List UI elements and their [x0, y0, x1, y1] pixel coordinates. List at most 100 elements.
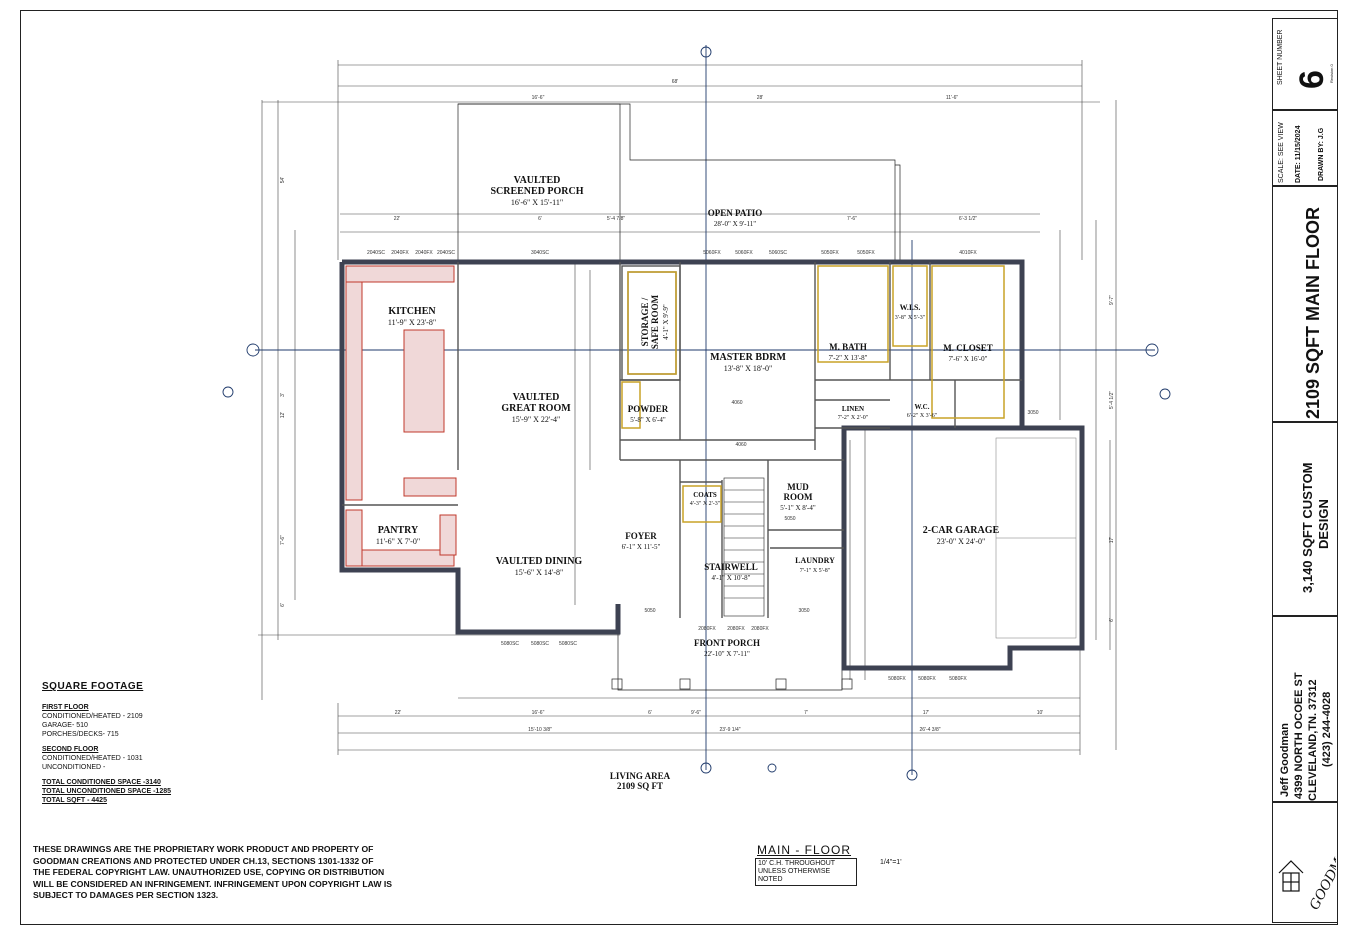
- exterior-walls: [339, 259, 1085, 671]
- drawing-sheet: [20, 10, 1338, 925]
- room-name: FRONT PORCH: [694, 638, 760, 648]
- revision: Revision 0: [1329, 64, 1334, 83]
- room-name: PANTRY: [378, 525, 419, 536]
- room-name: FOYER: [625, 531, 657, 541]
- dimension-label: 5'-4 1/2": [1109, 391, 1115, 410]
- sheet-number-label: SHEET NUMBER: [1277, 29, 1284, 86]
- room-name: VAULTED: [514, 175, 561, 186]
- dimension-label: 3040SC: [531, 250, 549, 256]
- room-size: 7'-2" X 2'-0": [838, 415, 869, 421]
- room-stairwell: STAIRWELL 4'-1" X 10'-8": [704, 562, 758, 582]
- room-name: KITCHEN: [388, 306, 436, 317]
- room-size: 5'-1" X 8'-4": [780, 504, 816, 512]
- dimension-label: 2040FX: [415, 250, 433, 256]
- dimension-label: 5050FX: [857, 250, 875, 256]
- room-name: MASTER BDRM: [710, 352, 786, 363]
- dimension-label: 6': [538, 216, 542, 222]
- dimension-label: 5060FX: [703, 250, 721, 256]
- scale-label: SCALE: SEE VIEW: [1278, 122, 1285, 183]
- dimension-label: 17': [923, 710, 930, 716]
- room-size: 4'-1" X 9'-9": [662, 304, 670, 340]
- dimension-label: 5050: [784, 516, 795, 522]
- room-size: 15'-6" X 14'-8": [515, 568, 564, 577]
- room-name: W.C.: [915, 403, 930, 411]
- dimension-label: 22': [395, 710, 402, 716]
- sheet-number: 6: [1293, 70, 1331, 89]
- second-floor-line: UNCONDITIONED -: [42, 764, 106, 771]
- dimension-label: 5060SC: [769, 250, 787, 256]
- copyright-notice: THESE DRAWINGS ARE THE PROPRIETARY WORK …: [33, 844, 393, 900]
- room-wc: W.C.6'-2" X 3'-6": [907, 403, 938, 419]
- room-size: 3'-8" X 5'-3": [895, 315, 926, 321]
- dimension-label: 16'-6": [532, 710, 545, 716]
- dimension-label: 2040SC: [437, 250, 455, 256]
- dimension-label: 5080SC: [531, 641, 549, 647]
- dimension-label: 9'-6": [691, 710, 701, 716]
- room-size: 4'-1" X 10'-8": [712, 574, 751, 582]
- living-area-value: 2109 SQ FT: [616, 781, 663, 791]
- dimension-lines: [258, 60, 1117, 755]
- project-box: 3,140 SQFT CUSTOM DESIGN: [1272, 422, 1338, 616]
- dimension-label: 7'-6": [847, 216, 857, 222]
- drawn-by-label: DRAWN BY: J.G: [1318, 127, 1325, 181]
- second-floor-label: SECOND FLOOR: [42, 746, 99, 753]
- room-name: W.I.S.: [900, 303, 921, 312]
- room-name: 2-CAR GARAGE: [923, 525, 1000, 536]
- room-name: M. CLOSET: [943, 343, 993, 353]
- room-size: 11'-6" X 7'-0": [376, 537, 420, 546]
- dimension-label: 11'-6": [946, 95, 959, 101]
- room-wis: W.I.S. 3'-8" X 5'-3": [895, 303, 926, 321]
- scale-note: 1/4"=1': [880, 859, 902, 866]
- dimension-label: 5050: [644, 608, 655, 614]
- sheet-title: 2109 SQFT MAIN FLOOR: [1303, 206, 1323, 419]
- room-size: 5'-8" X 6'-4": [630, 416, 666, 424]
- goodman-logo-icon: GOODMAN Creations: [1273, 803, 1355, 921]
- room-size: 11'-9" X 23'-8": [388, 318, 436, 327]
- room-m-bath: M. BATH 7'-2" X 13'-8": [829, 342, 868, 362]
- dimension-label: 3050: [1027, 410, 1038, 416]
- dimension-label: 5050FX: [821, 250, 839, 256]
- dimension-label: 5080FX: [888, 676, 906, 682]
- total-line: TOTAL SQFT - 4425: [42, 797, 107, 804]
- living-area: LIVING AREA 2109 SQ FT: [600, 771, 680, 791]
- room-name: VAULTED: [513, 392, 560, 403]
- cabinets: [345, 265, 457, 567]
- dimension-label: 6'-3 1/2": [959, 216, 978, 222]
- total-line: TOTAL UNCONDITIONED SPACE -1285: [42, 788, 172, 795]
- client-address1: 4399 NORTH OCOEE ST: [1293, 672, 1305, 799]
- project-line2: DESIGN: [1316, 499, 1331, 549]
- first-floor-label: FIRST FLOOR: [42, 704, 89, 711]
- dimension-label: 2080FX: [727, 626, 745, 632]
- stairs: [723, 477, 765, 617]
- room-name: SCREENED PORCH: [490, 186, 583, 197]
- room-size: 4'-3" X 2'-3": [690, 501, 721, 507]
- dimension-label: 5080SC: [501, 641, 519, 647]
- first-floor-line: GARAGE- 510: [42, 722, 88, 729]
- ceiling-height-note: 10' C.H. THROUGHOUT UNLESS OTHERWISE NOT…: [755, 858, 857, 886]
- dimension-label: 6': [280, 603, 286, 607]
- logo-box: GOODMAN Creations: [1272, 802, 1355, 923]
- first-floor-line: CONDITIONED/HEATED - 2109: [42, 713, 143, 720]
- room-name: STAIRWELL: [704, 562, 758, 572]
- dimension-label: 12': [280, 412, 286, 419]
- dimension-label: 23'-9 1/4": [719, 727, 740, 733]
- date-label: DATE: 11/15/2024: [1295, 125, 1302, 183]
- room-name: M. BATH: [829, 342, 867, 352]
- room-size: 7'-2" X 13'-8": [829, 354, 868, 362]
- dimension-label: 5080FX: [918, 676, 936, 682]
- dimension-label: 26'-4 3/8": [919, 727, 940, 733]
- room-name: VAULTED DINING: [496, 556, 583, 567]
- dimension-label: 17': [1109, 537, 1115, 544]
- room-name: STORAGE /: [640, 297, 650, 346]
